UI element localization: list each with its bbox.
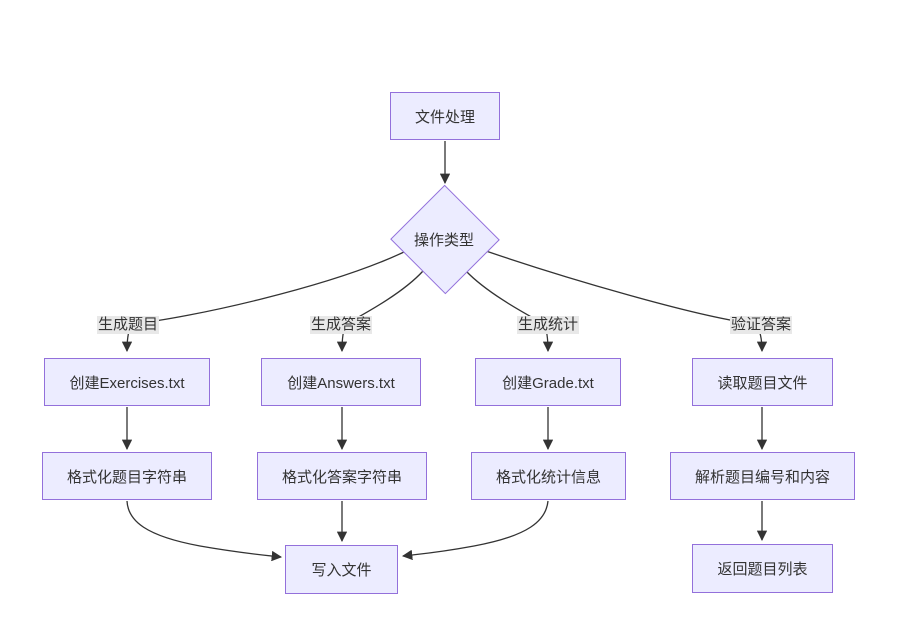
node-create-answers: 创建Answers.txt	[261, 358, 421, 406]
node-parse-exercises-label: 解析题目编号和内容	[694, 468, 830, 486]
node-format-exercises: 格式化题目字符串	[42, 452, 212, 500]
node-format-answers: 格式化答案字符串	[257, 452, 427, 500]
edge-label-verify-answers: 验证答案	[729, 316, 793, 334]
node-decision-label: 操作类型	[413, 231, 474, 249]
node-parse-exercises: 解析题目编号和内容	[670, 452, 855, 500]
edge-format-stats-to-write-file	[401, 500, 549, 561]
edge-format-exercises-to-write-file	[126, 500, 283, 562]
node-create-grade: 创建Grade.txt	[475, 358, 621, 406]
edge-label-generate-exercises: 生成题目	[96, 316, 160, 334]
node-start-label: 文件处理	[414, 108, 475, 126]
node-create-grade-label: 创建Grade.txt	[502, 374, 594, 392]
node-read-exercises-label: 读取题目文件	[717, 374, 808, 392]
node-write-file-label: 写入文件	[311, 562, 372, 579]
node-format-answers-label: 格式化答案字符串	[281, 468, 402, 486]
edge-decision-to-read-exercises	[485, 250, 768, 353]
node-format-stats: 格式化统计信息	[471, 452, 626, 500]
node-read-exercises: 读取题目文件	[692, 358, 833, 406]
node-format-exercises-label: 格式化题目字符串	[66, 468, 187, 486]
node-create-answers-label: 创建Answers.txt	[287, 374, 395, 392]
node-decision: 操作类型	[390, 184, 500, 295]
edge-label-generate-stats: 生成统计	[516, 316, 580, 334]
node-return-list: 返回题目列表	[692, 544, 833, 593]
node-start: 文件处理	[390, 92, 500, 140]
edge-label-generate-answers: 生成答案	[309, 316, 373, 334]
node-return-list-label: 返回题目列表	[717, 561, 808, 578]
node-create-exercises: 创建Exercises.txt	[44, 358, 210, 406]
node-create-exercises-label: 创建Exercises.txt	[69, 374, 185, 392]
edge-decision-to-create-exercises	[121, 251, 405, 353]
node-format-stats-label: 格式化统计信息	[495, 468, 601, 486]
node-write-file: 写入文件	[285, 545, 398, 594]
